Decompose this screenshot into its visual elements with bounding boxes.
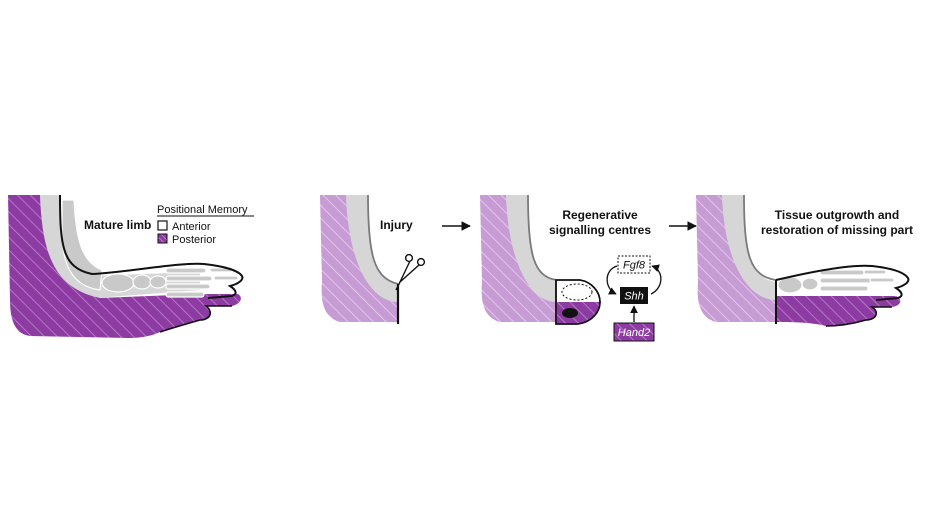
- label-injury: Injury: [380, 218, 413, 232]
- regenerated-skeleton: [777, 269, 895, 294]
- blastema-outline: [555, 279, 601, 325]
- posterior-region-regenerated: [776, 296, 901, 326]
- panel-injury: [320, 194, 426, 324]
- limb-outline: [743, 194, 777, 281]
- legend-posterior: Posterior: [172, 234, 216, 246]
- aer-fgf8-domain: [561, 283, 593, 301]
- limb-outline-lower: [159, 305, 232, 333]
- posterior-region: [8, 195, 241, 338]
- gene-hand2: Hand2: [618, 327, 650, 339]
- legend-title: Positional Memory: [157, 204, 248, 216]
- gene-network: Fgf8 Shh Hand2: [606, 255, 662, 342]
- label-regen-line2: signalling centres: [549, 223, 651, 237]
- cycle-arrow-icon: [650, 264, 662, 295]
- cycle-arrow-icon: [606, 265, 618, 295]
- regenerated-outline-lower: [825, 306, 892, 327]
- regenerated-outline: [775, 264, 910, 301]
- legend: Positional Memory Anterior Posterior: [157, 204, 254, 246]
- limb-skeleton: [61, 199, 239, 298]
- posterior-region: [480, 195, 556, 322]
- panel-mature-limb: [8, 194, 244, 338]
- scissors-icon: [395, 253, 426, 291]
- limb-outline: [367, 194, 399, 285]
- zpa-shh-domain: [562, 308, 578, 318]
- panel-regenerative-signalling: [480, 194, 601, 325]
- fgf8-box: [617, 255, 651, 274]
- posterior-region-old: [696, 195, 776, 322]
- legend-anterior: Anterior: [172, 221, 211, 233]
- label-regen-line1: Regenerative: [562, 208, 638, 222]
- panel-tissue-outgrowth: [696, 194, 910, 327]
- gene-shh: Shh: [624, 291, 644, 303]
- legend-swatch-posterior: [157, 233, 168, 244]
- posterior-region: [320, 195, 398, 322]
- legend-swatch-anterior: [157, 220, 168, 231]
- label-tissue-line2: restoration of missing part: [761, 223, 913, 237]
- limb-outline: [59, 194, 244, 299]
- label-tissue-line1: Tissue outgrowth and: [775, 208, 899, 222]
- label-mature-limb: Mature limb: [84, 218, 151, 232]
- shh-box: [620, 287, 648, 304]
- hand2-box: [613, 322, 655, 342]
- limb-outline: [527, 194, 557, 281]
- gene-fgf8: Fgf8: [623, 260, 646, 272]
